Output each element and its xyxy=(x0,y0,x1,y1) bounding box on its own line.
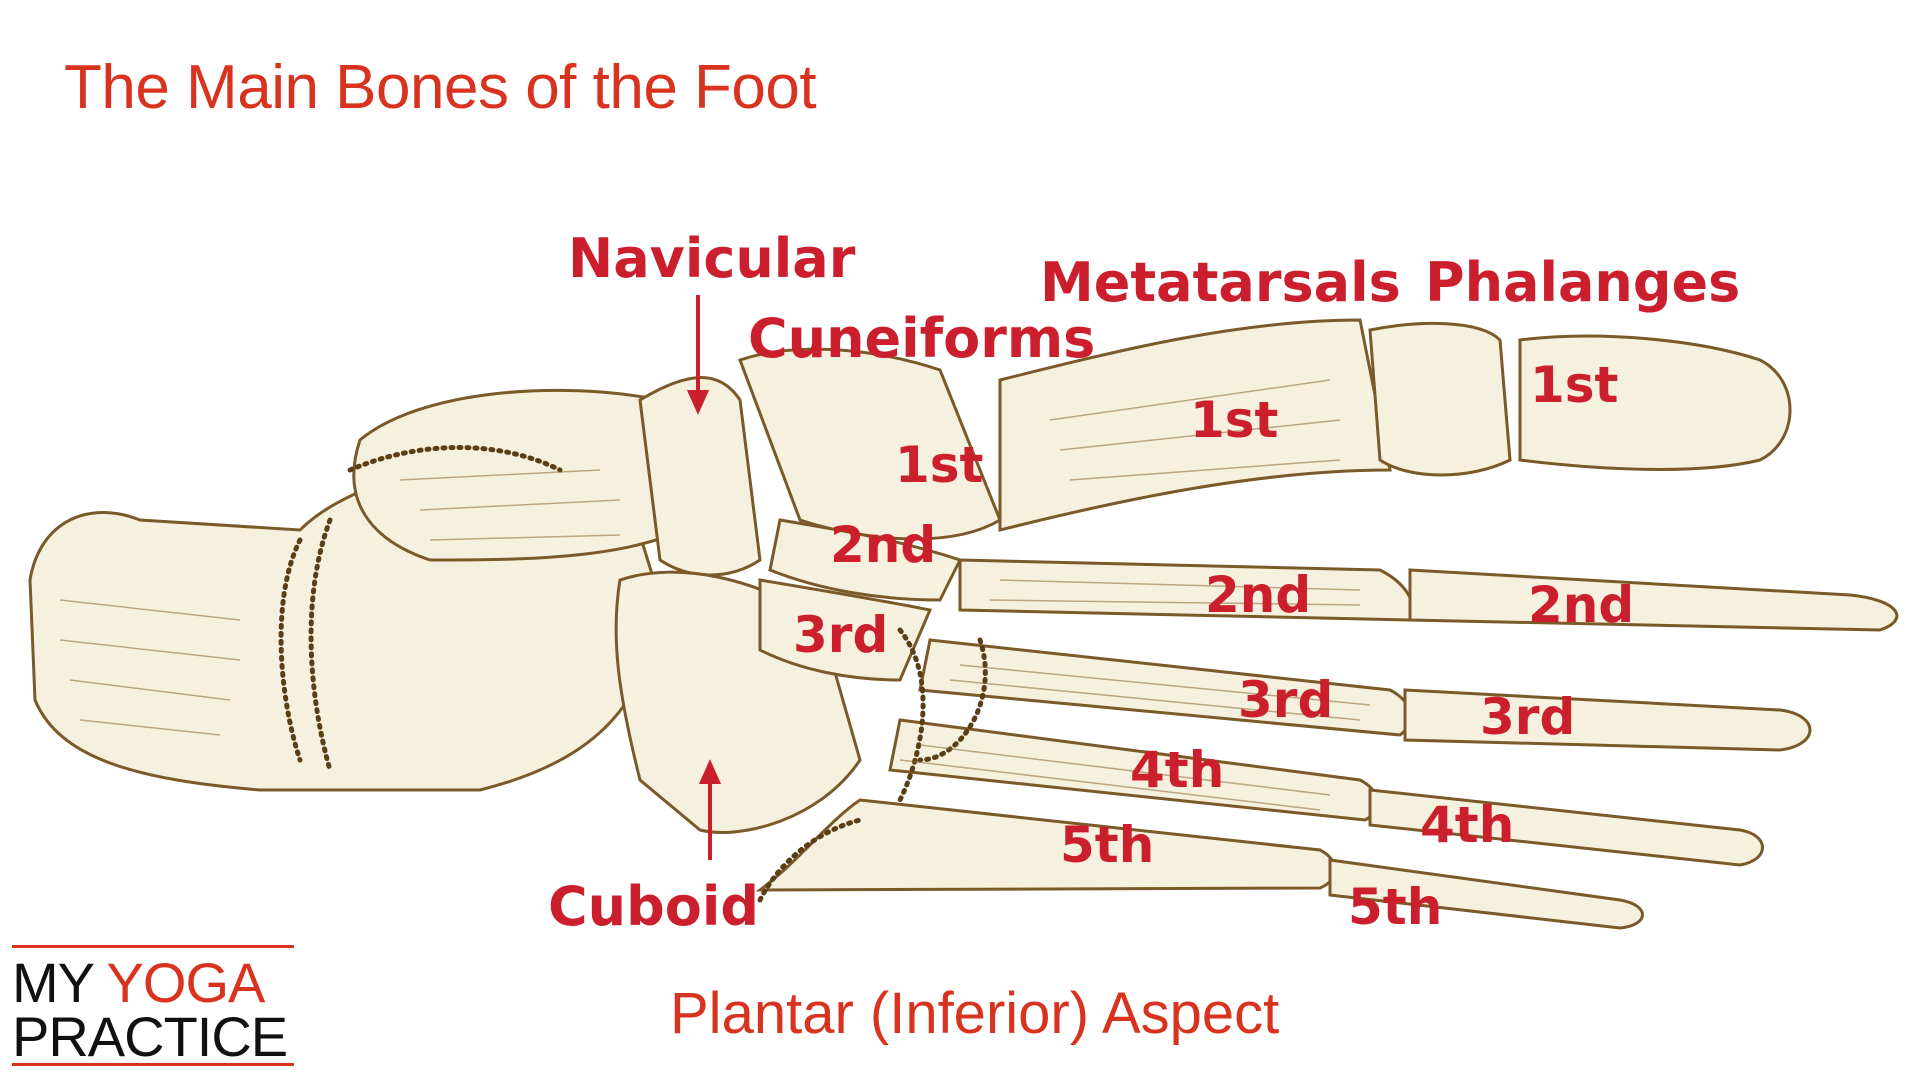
logo-word-practice: PRACTICE xyxy=(12,1005,288,1068)
phalanx-2 xyxy=(1408,568,1899,632)
label-phalanx-4th: 4th xyxy=(1420,796,1515,854)
label-phalanx-1st: 1st xyxy=(1530,356,1619,414)
logo-word-yoga: YOGA xyxy=(106,951,266,1014)
label-cuneiform-1st: 1st xyxy=(895,436,984,494)
label-cuneiforms: Cuneiforms xyxy=(748,307,1096,370)
label-metatarsal-2nd: 2nd xyxy=(1205,566,1312,624)
logo-bottom-rule xyxy=(12,1063,294,1066)
label-metatarsal-5th: 5th xyxy=(1060,816,1155,874)
label-phalanx-5th: 5th xyxy=(1348,878,1443,936)
phalanx-5 xyxy=(1328,858,1644,930)
intermediate-cuneiform-bone xyxy=(768,518,963,602)
logo-line-1: MY YOGA xyxy=(12,955,265,1011)
label-phalanges: Phalanges xyxy=(1425,251,1741,314)
lateral-cuneiform-bone xyxy=(758,578,933,682)
label-metatarsal-1st: 1st xyxy=(1190,391,1279,449)
label-metatarsals: Metatarsals xyxy=(1040,251,1401,314)
logo-top-rule xyxy=(12,945,294,948)
diagram-title: The Main Bones of the Foot xyxy=(64,53,817,122)
talus-bone xyxy=(352,388,702,562)
label-phalanx-2nd: 2nd xyxy=(1528,576,1635,634)
label-phalanx-3rd: 3rd xyxy=(1480,688,1576,746)
phalanx-1-distal xyxy=(1518,334,1792,471)
label-navicular: Navicular xyxy=(568,227,856,290)
logo-word-my: MY xyxy=(12,951,94,1014)
my-yoga-practice-logo: MY YOGA PRACTICE xyxy=(12,945,302,1068)
label-cuboid: Cuboid xyxy=(548,875,759,938)
label-cuneiform-3rd: 3rd xyxy=(793,606,889,664)
metatarsal-3-bone xyxy=(918,638,1413,737)
label-cuneiform-2nd: 2nd xyxy=(830,516,937,574)
metatarsal-5-bone xyxy=(755,798,1337,892)
phalanx-1-proximal xyxy=(1368,321,1512,477)
phalanx-4 xyxy=(1368,788,1764,867)
phalanx-3 xyxy=(1403,688,1812,752)
label-metatarsal-4th: 4th xyxy=(1130,741,1225,799)
diagram-subtitle: Plantar (Inferior) Aspect xyxy=(670,981,1280,1046)
label-metatarsal-3rd: 3rd xyxy=(1238,671,1334,729)
